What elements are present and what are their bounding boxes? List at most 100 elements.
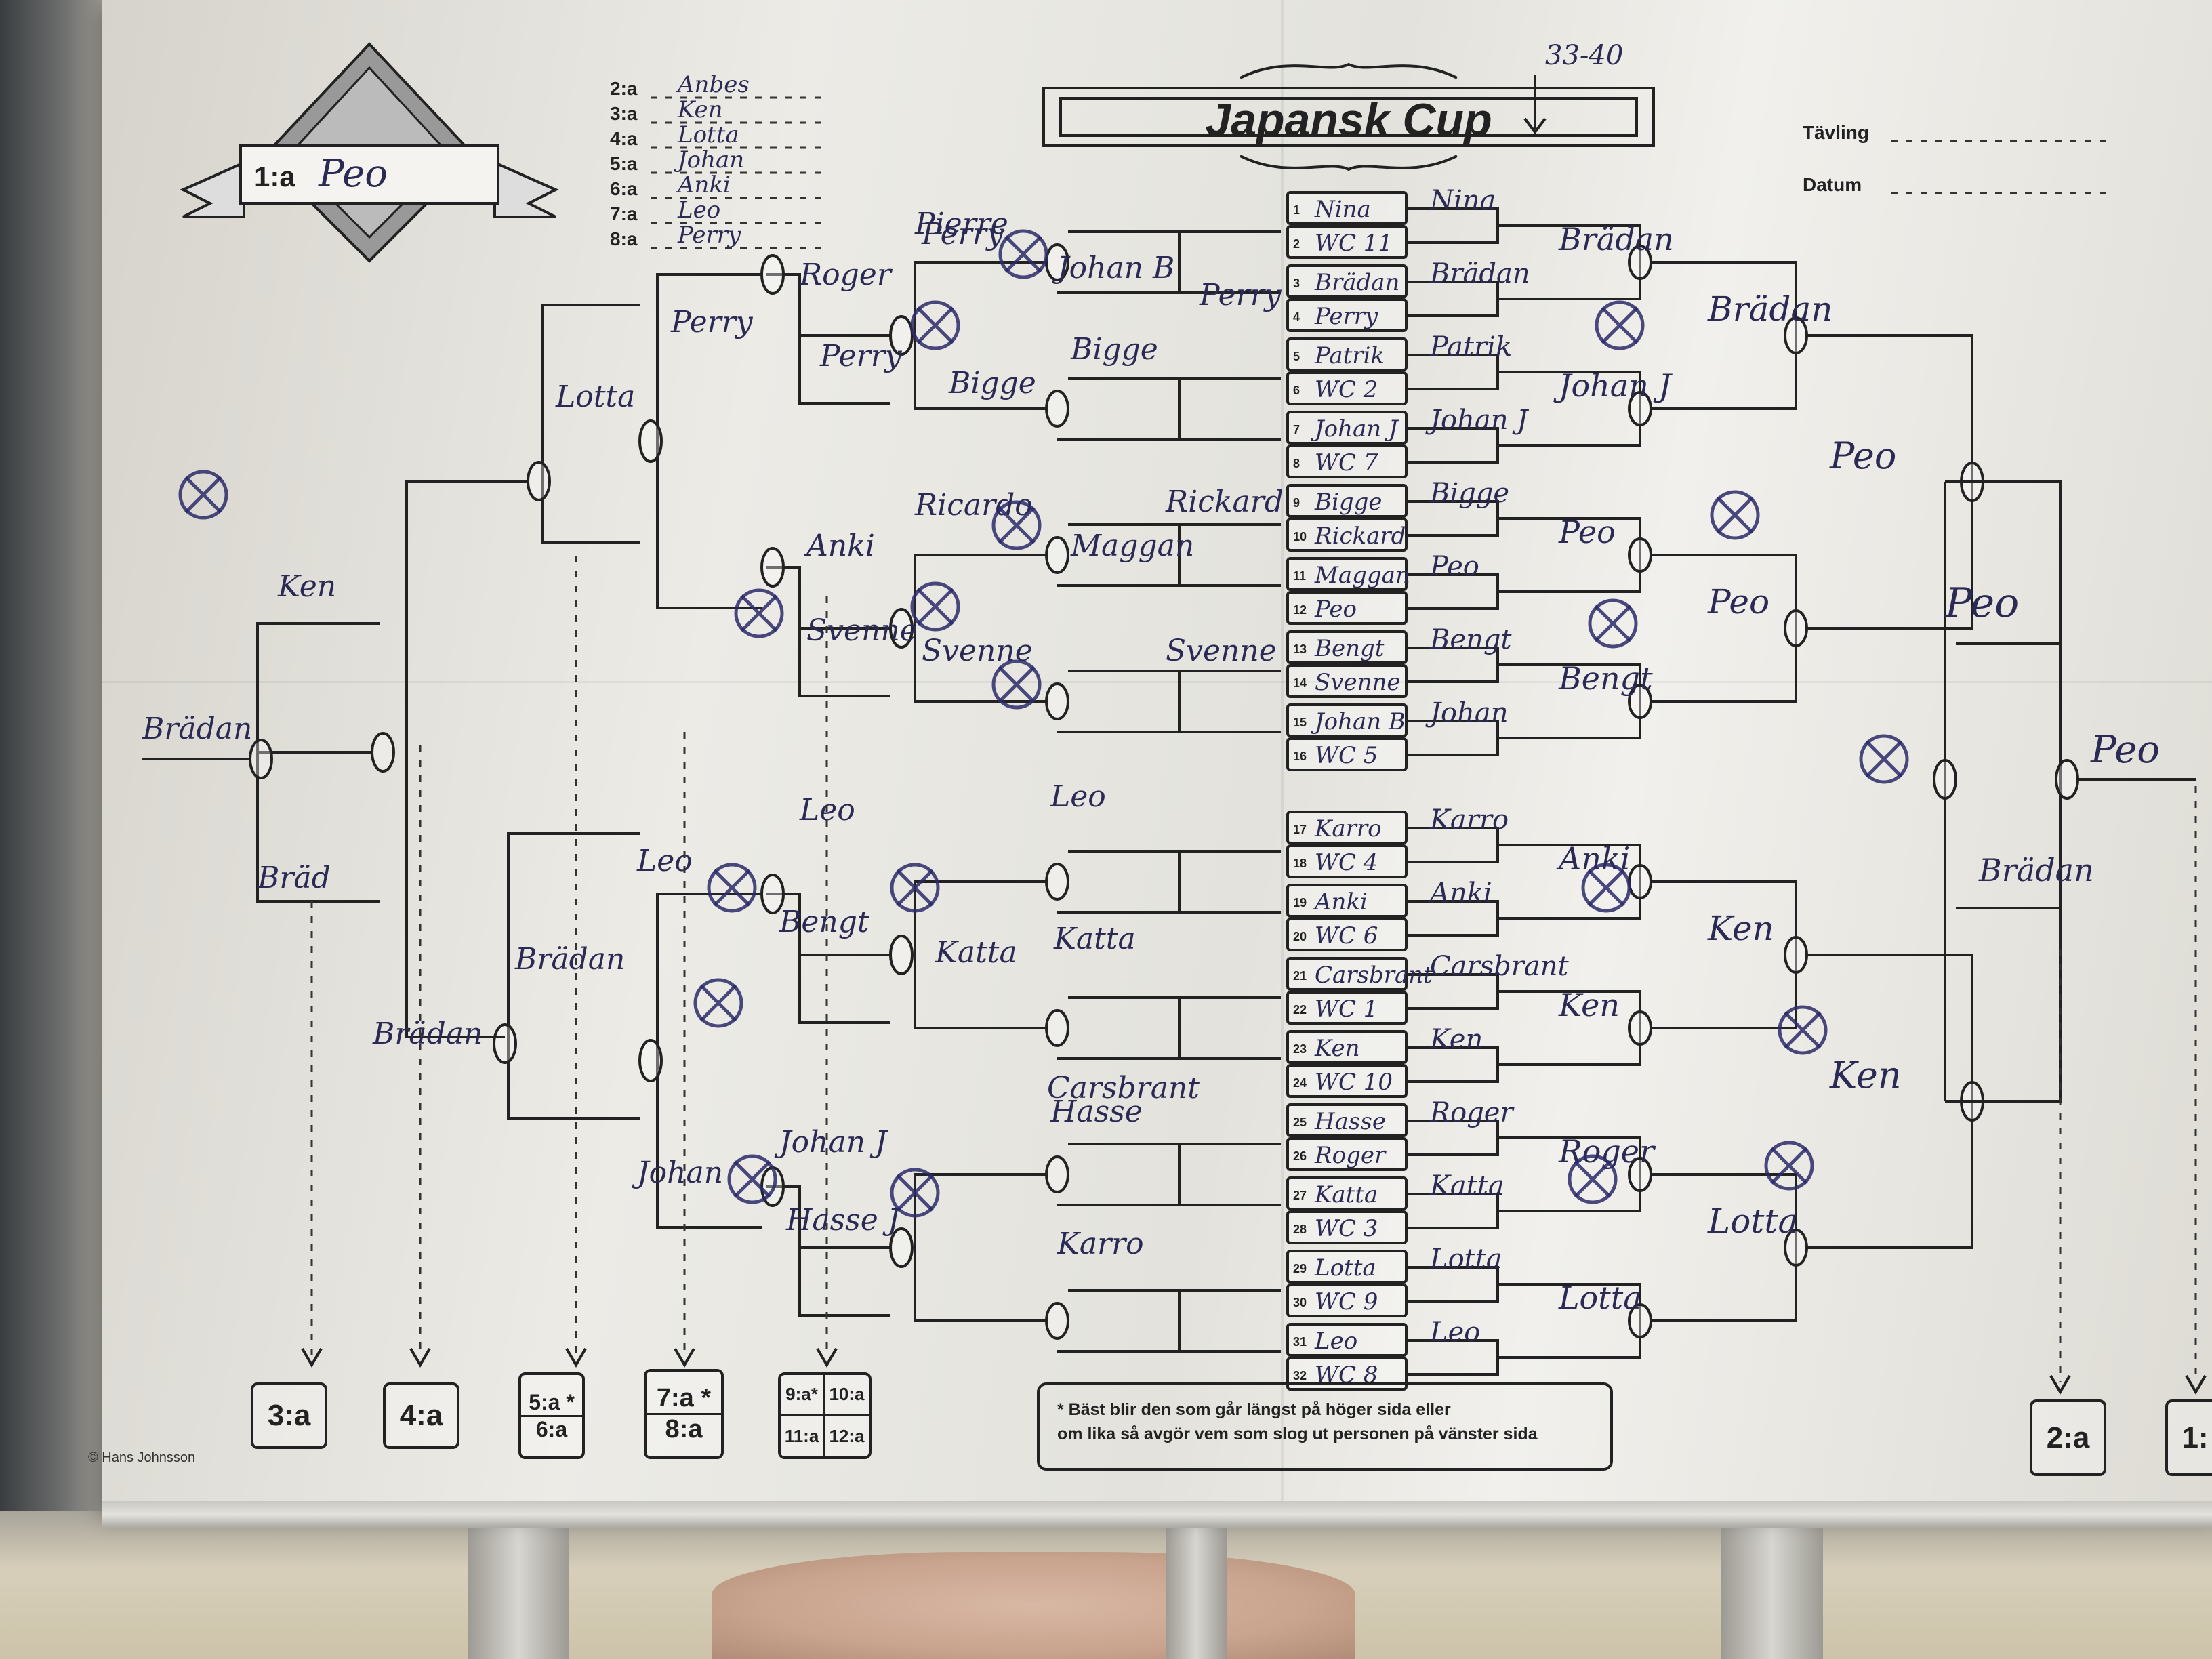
entrant-name: Roger: [1314, 1142, 1387, 1169]
loser-node: [527, 461, 551, 501]
loser-connector: [914, 554, 1046, 703]
loser-connector: [766, 273, 890, 405]
seed-number: 17: [1293, 823, 1307, 836]
loser-node: [1045, 682, 1069, 720]
left-bracket-name: Bengt: [779, 905, 869, 939]
pen-circle: [1778, 1005, 1828, 1055]
pen-circle: [991, 500, 1042, 550]
loser-node: [889, 935, 914, 975]
placement-label: 1:: [2182, 1420, 2209, 1454]
match-connector: [1651, 261, 1797, 410]
match-connector: [1983, 480, 2062, 1103]
seed-number: 1: [1293, 203, 1300, 217]
winner-badge: 1:a Peo: [180, 42, 559, 263]
seed-number: 31: [1293, 1335, 1307, 1349]
pen-circle: [1764, 1141, 1814, 1191]
match-node: [1784, 609, 1808, 647]
guide-arrow: [816, 1347, 838, 1368]
seed-number: 19: [1293, 896, 1307, 909]
match-connector: [1498, 371, 1641, 447]
pen-cross: [896, 869, 934, 907]
loser-connector: [1178, 670, 1281, 733]
placement-box-3: 3:a: [251, 1382, 327, 1449]
winner-r2: Johan J: [1553, 367, 1673, 404]
winner-r1: Bengt: [1429, 624, 1512, 655]
placement-label: 12:a: [829, 1425, 865, 1446]
placing-name: Johan: [674, 146, 744, 173]
date-label: Datum: [1803, 174, 1862, 195]
placement-label: 2:a: [2046, 1420, 2090, 1454]
placement-guides: [301, 556, 2207, 1395]
winner-r1: Karro: [1429, 804, 1509, 836]
left-bracket-name: Anki: [804, 529, 875, 563]
loser-connector: [1057, 377, 1179, 441]
placement-label: 11:a: [781, 1416, 825, 1456]
match-node: [1628, 537, 1652, 573]
loser-connector: [256, 622, 380, 903]
entrant-name: Anki: [1313, 888, 1368, 916]
winner-r3: Brädan: [1707, 289, 1832, 329]
loser-node: [1045, 863, 1069, 901]
loser-connector: [1057, 996, 1179, 1060]
entrant-name: Maggan: [1314, 562, 1410, 589]
placing-label: 4:a: [610, 128, 638, 149]
pen-circle: [1568, 1154, 1618, 1204]
entrant-name: Ken: [1314, 1035, 1360, 1062]
left-bracket-name: Lotta: [555, 380, 635, 414]
knee: [712, 1552, 1355, 1659]
match-connector: [1945, 480, 1983, 1103]
seed-number: 13: [1293, 642, 1307, 656]
winner-r3: Peo: [1707, 582, 1769, 621]
entrant-box: [1286, 191, 1408, 225]
loser-node: [1045, 1302, 1069, 1340]
pen-cross: [713, 869, 751, 907]
entrant-name: WC 10: [1315, 1069, 1393, 1096]
table-edge: [0, 0, 102, 1659]
entrant-box: [1286, 1284, 1408, 1317]
placing-name: Perry: [677, 222, 741, 249]
left-bracket-name: Brädan: [142, 712, 252, 746]
guide-arrow: [2185, 1374, 2207, 1395]
loser-node: [760, 254, 785, 295]
loser-node: [371, 732, 395, 773]
match-connector: [1498, 990, 1641, 1066]
seed-number: 18: [1293, 857, 1307, 870]
pen-circle: [1588, 598, 1638, 649]
pen-circle: [1581, 863, 1631, 913]
match-connector: [1956, 642, 2062, 909]
seed-number: 7: [1293, 423, 1300, 436]
placing-name: Anbes: [676, 71, 750, 98]
placing-label: 3:a: [610, 103, 638, 124]
entrant-box: [1286, 811, 1408, 844]
table-leg: [1721, 1511, 1823, 1659]
left-bracket-name: Johan B: [1052, 251, 1174, 285]
entrant-name: WC 5: [1315, 742, 1378, 769]
entrant-box: [1286, 337, 1408, 371]
left-bracket-name: Anki: [804, 529, 875, 563]
pen-circle: [910, 300, 960, 350]
pen-cross: [896, 1174, 934, 1212]
table-leg: [1166, 1511, 1227, 1659]
footnote-line: * Bäst blir den som går längst på höger …: [1057, 1400, 1451, 1419]
loser-node: [1045, 1009, 1069, 1047]
seed-number: 24: [1293, 1076, 1307, 1090]
seed-number: 5: [1293, 350, 1300, 363]
seed-number: 26: [1293, 1149, 1307, 1163]
left-bracket-name: Bigge: [948, 366, 1036, 401]
loser-connector: [1178, 230, 1281, 294]
left-bracket-name: Perry: [921, 217, 1004, 251]
left-bracket-name: Carsbrant: [1047, 1071, 1200, 1105]
match-node: [1933, 759, 1957, 800]
entrant-name: Brädan: [1314, 269, 1399, 296]
pen-cross: [998, 506, 1036, 544]
match-connector: [1498, 517, 1641, 593]
loser-node: [1045, 536, 1069, 574]
entrant-box: [1286, 371, 1408, 405]
seed-number: 14: [1293, 676, 1307, 690]
seed-number: 30: [1293, 1296, 1307, 1309]
loser-connector: [507, 832, 640, 1120]
left-bracket-name: Brädan: [514, 942, 625, 977]
seed-number: 15: [1293, 716, 1307, 729]
